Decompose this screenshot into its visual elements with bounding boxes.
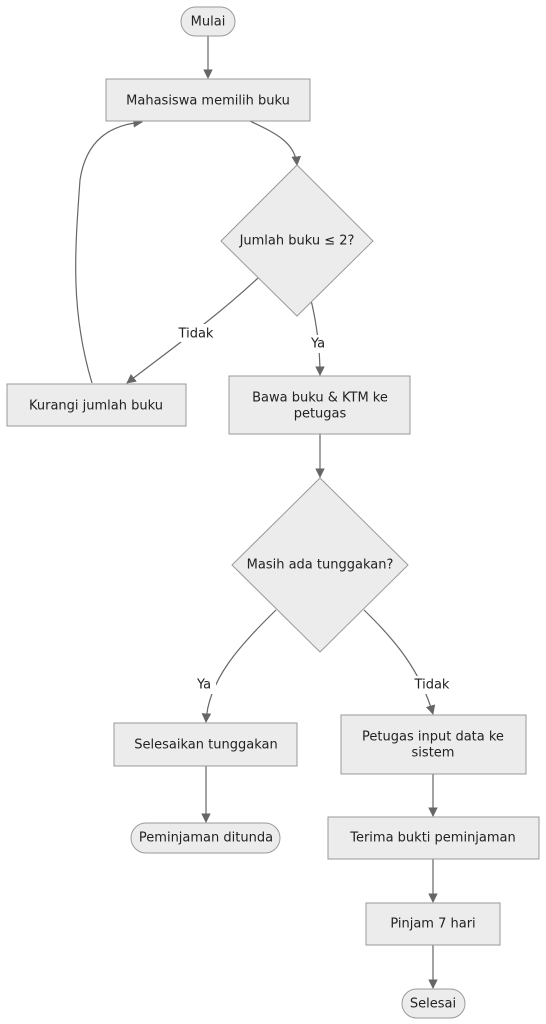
edge-reduce-back-to-choose (75, 118, 143, 384)
node-borrow: Pinjam 7 hari (365, 902, 501, 946)
node-input-data: Petugas input data ke sistem (340, 714, 527, 775)
node-reduce-label: Kurangi jumlah buku (29, 399, 163, 414)
node-end-label: Selesai (410, 997, 456, 1012)
edge-label-count-yes: Ya (310, 337, 325, 352)
node-check-debt: Masih ada tunggakan? (231, 477, 409, 653)
node-postponed-label: Peminjaman ditunda (139, 831, 273, 846)
node-settle: Selesaikan tunggakan (113, 722, 298, 767)
node-check-count: Jumlah buku ≤ 2? (220, 164, 374, 317)
node-borrow-label: Pinjam 7 hari (390, 917, 475, 932)
edge-check-debt-no (363, 609, 436, 715)
node-input-data-label-line2: sistem (412, 746, 455, 761)
node-postponed: Peminjaman ditunda (130, 822, 281, 854)
node-check-count-label: Jumlah buku ≤ 2? (239, 234, 355, 249)
edge-label-debt-no: Tidak (414, 678, 450, 693)
node-bring-book: Bawa buku & KTM ke petugas (228, 375, 411, 435)
node-bring-book-label-line1: Bawa buku & KTM ke (252, 391, 388, 406)
node-reduce: Kurangi jumlah buku (6, 383, 187, 427)
node-settle-label: Selesaikan tunggakan (134, 738, 277, 753)
edge-label-debt-yes: Ya (196, 678, 211, 693)
edge-check-debt-yes (201, 609, 277, 723)
node-start-label: Mulai (191, 15, 226, 30)
edge-label-count-no: Tidak (178, 327, 214, 342)
node-check-debt-label: Masih ada tunggakan? (247, 558, 394, 573)
node-start: Mulai (180, 6, 236, 37)
node-input-data-label-line1: Petugas input data ke (362, 730, 504, 745)
node-bring-book-label-line2: petugas (294, 407, 347, 422)
edge-labels: Tidak Ya Ya Tidak (176, 324, 452, 694)
node-choose-book: Mahasiswa memilih buku (105, 78, 311, 122)
node-receipt: Terima bukti peminjaman (327, 816, 540, 860)
node-end: Selesai (401, 988, 466, 1019)
node-receipt-label: Terima bukti peminjaman (349, 831, 516, 846)
edge-choose-to-check-count (249, 120, 302, 166)
node-choose-book-label: Mahasiswa memilih buku (126, 94, 290, 109)
